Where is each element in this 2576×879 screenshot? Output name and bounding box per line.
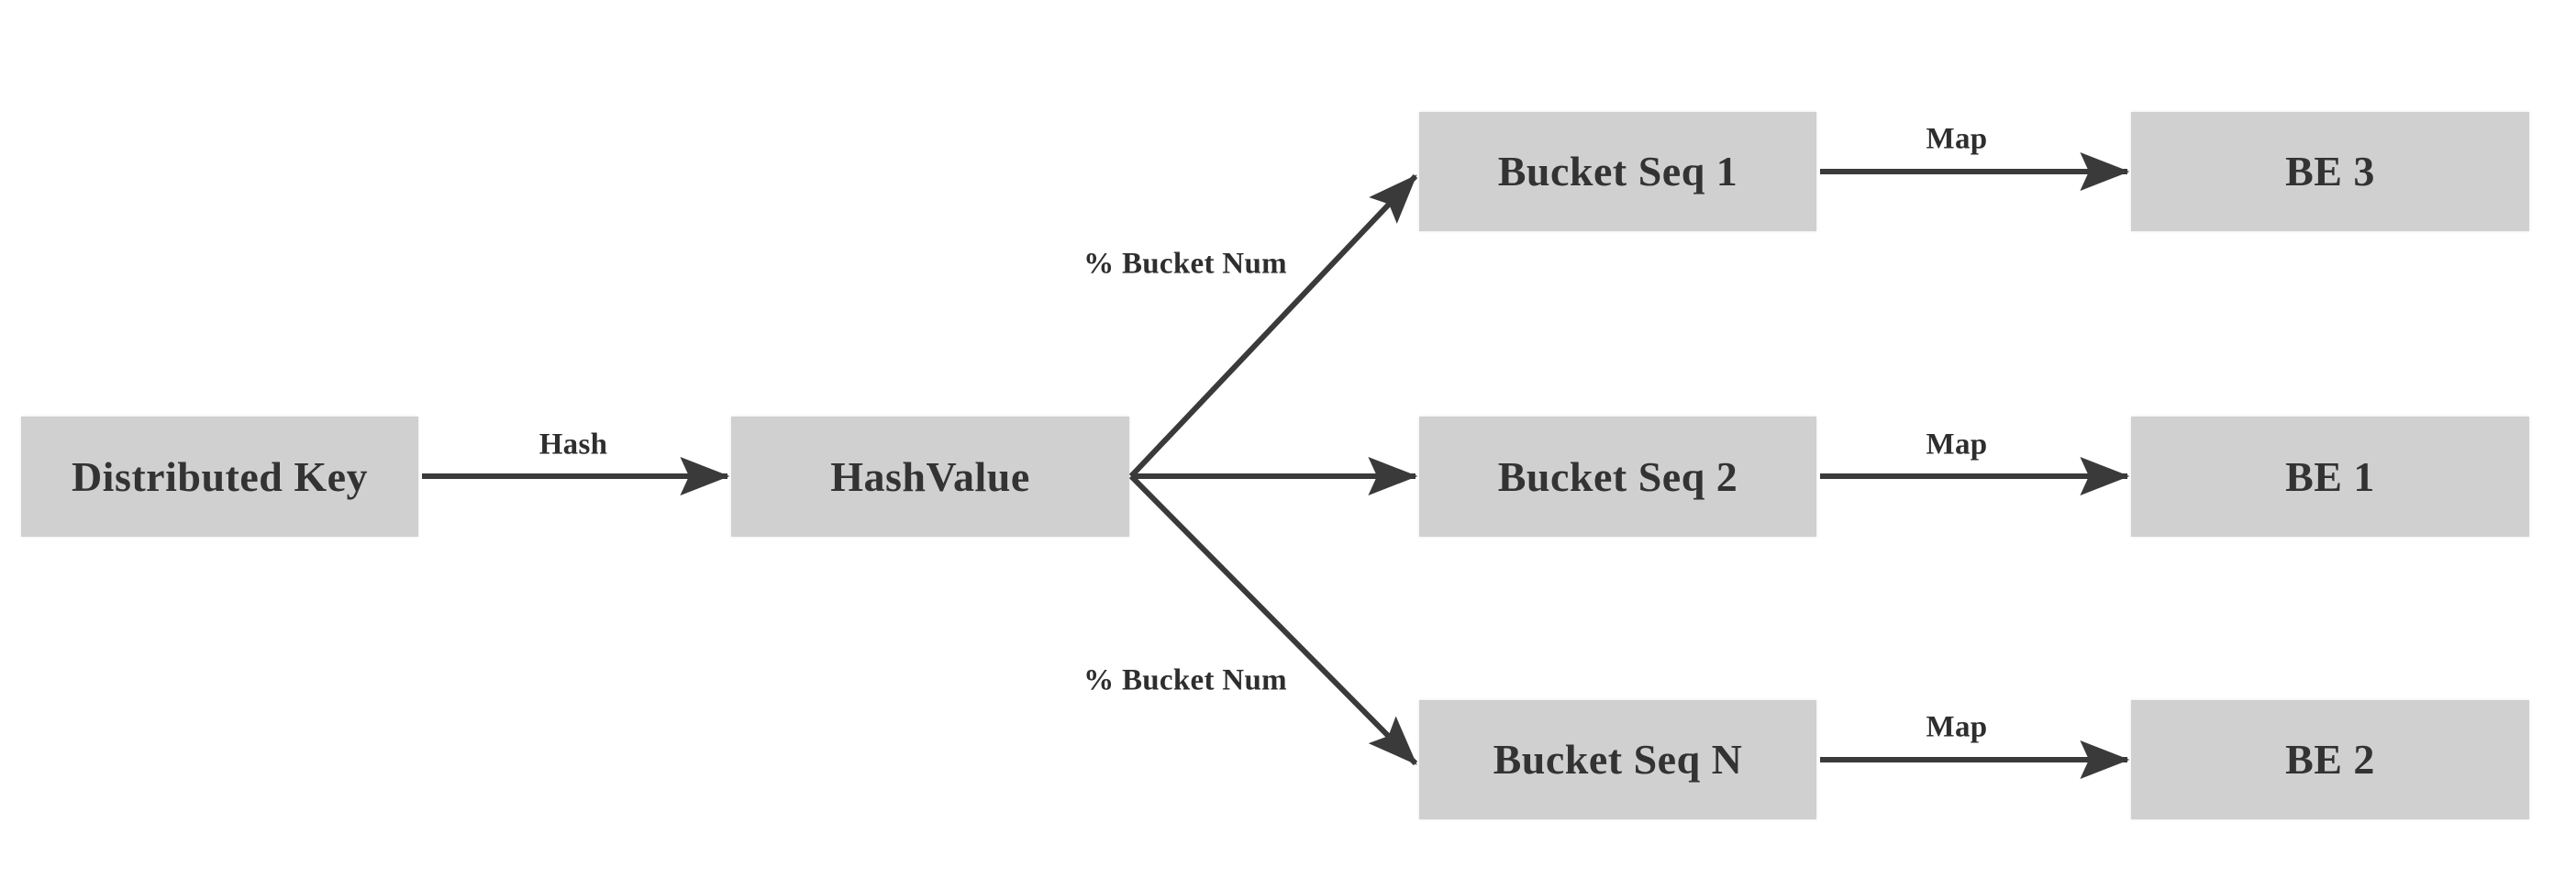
- node-label-bucket-seq-2: Bucket Seq 2: [1497, 452, 1738, 500]
- node-label-be-3: BE 3: [2285, 148, 2375, 195]
- node-be-2[interactable]: BE 2: [2131, 700, 2529, 819]
- edge-label-bucket-num-top: % Bucket Num: [1083, 247, 1287, 281]
- edge-label-map-bottom: Map: [1926, 710, 1988, 744]
- node-label-be-1: BE 1: [2285, 452, 2375, 500]
- node-be-3[interactable]: BE 3: [2131, 112, 2529, 231]
- edge-label-map-middle: Map: [1926, 428, 1988, 462]
- edge-label-map-top: Map: [1926, 122, 1988, 156]
- edge-bucket-num-top-line: [1128, 173, 1418, 479]
- edge-bucket-num-bot-line: [1128, 473, 1418, 766]
- node-distributed-key[interactable]: Distributed Key: [21, 417, 418, 537]
- node-label-distributed-key: Distributed Key: [71, 452, 369, 500]
- node-label-hash-value: HashValue: [830, 452, 1030, 500]
- node-bucket-seq-2[interactable]: Bucket Seq 2: [1419, 417, 1816, 537]
- node-bucket-seq-n[interactable]: Bucket Seq N: [1419, 700, 1816, 819]
- node-hash-value[interactable]: HashValue: [731, 417, 1129, 537]
- node-be-1[interactable]: BE 1: [2131, 417, 2529, 537]
- node-label-bucket-seq-1: Bucket Seq 1: [1497, 148, 1738, 195]
- node-label-be-2: BE 2: [2285, 736, 2375, 783]
- node-label-bucket-seq-n: Bucket Seq N: [1493, 736, 1743, 783]
- edge-label-hash: Hash: [539, 428, 608, 462]
- node-bucket-seq-1[interactable]: Bucket Seq 1: [1419, 112, 1816, 231]
- edge-label-bucket-num-bottom: % Bucket Num: [1083, 663, 1287, 697]
